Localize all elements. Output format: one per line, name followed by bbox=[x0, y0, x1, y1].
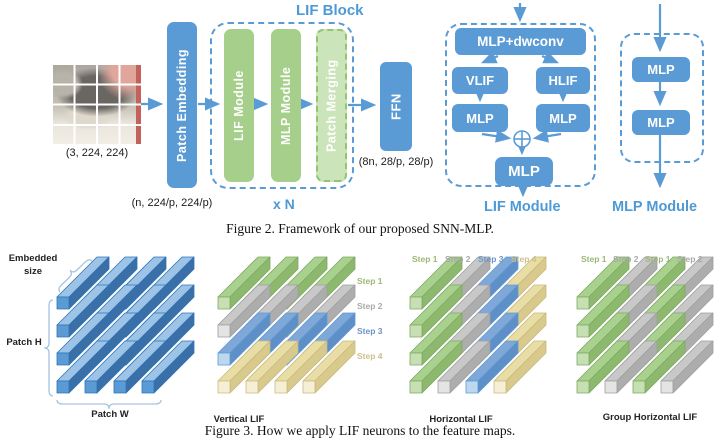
ffn-output-shape-label: (8n, 28/p, 28/p) bbox=[358, 156, 434, 168]
horizontal-lif-title: Horizontal LIF bbox=[429, 414, 493, 425]
input-image bbox=[53, 63, 141, 144]
ffn-block: FFN bbox=[380, 62, 412, 151]
step-label: Step 1 bbox=[357, 276, 383, 286]
hlif-block: HLIF bbox=[536, 67, 590, 94]
embedded-size-label: Embedded size bbox=[2, 252, 64, 279]
mlp-top-block: MLP bbox=[632, 57, 690, 82]
step-label: Step 4 bbox=[511, 254, 537, 264]
figure2-arrows bbox=[141, 3, 667, 198]
step-label: Step 1 bbox=[645, 254, 671, 264]
figure2-caption: Figure 2. Framework of our proposed SNN-… bbox=[226, 221, 494, 236]
patch-w-brace bbox=[56, 399, 162, 409]
lif-block-title: LIF Block bbox=[296, 2, 364, 19]
embedded-size-line1: Embedded bbox=[8, 253, 58, 264]
lif-module-block: LIF Module bbox=[224, 29, 254, 182]
input-shape-label: (3, 224, 224) bbox=[65, 147, 129, 159]
mlp-right-block: MLP bbox=[536, 104, 590, 132]
mlp-left-block: MLP bbox=[452, 104, 508, 132]
mlp-bottom-block: MLP bbox=[632, 110, 690, 135]
step-label: Step 2 bbox=[357, 301, 383, 311]
step-label: Step 1 bbox=[412, 254, 438, 264]
pe-output-shape-label: (n, 224/p, 224/p) bbox=[131, 197, 213, 209]
step-label: Step 2 bbox=[445, 254, 471, 264]
patch-h-label: Patch H bbox=[6, 337, 42, 348]
group-horizontal-lif-title: Group Horizontal LIF bbox=[602, 412, 698, 423]
figure3-caption: Figure 3. How we apply LIF neurons to th… bbox=[204, 423, 516, 438]
arrow-mlpleft-to-sum bbox=[481, 129, 512, 143]
patch-embedding-block: Patch Embedding bbox=[167, 22, 197, 188]
step-label: Step 3 bbox=[478, 254, 504, 264]
lif-module-detail-title: LIF Module bbox=[484, 199, 561, 215]
step-label: Step 2 bbox=[677, 254, 703, 264]
horizontal-lif-bars bbox=[409, 256, 547, 394]
arrow-mlpright-to-sum bbox=[532, 129, 562, 143]
vertical-lif-bars bbox=[217, 256, 356, 394]
feature-map-bars bbox=[56, 256, 195, 394]
arrow-dwconv-to-vlif bbox=[480, 51, 499, 64]
patch-w-label: Patch W bbox=[91, 409, 129, 420]
repeat-n-label: x N bbox=[273, 196, 295, 212]
step-label: Step 1 bbox=[581, 254, 607, 264]
mlp-dwconv-block: MLP+dwconv bbox=[455, 28, 586, 55]
arrow-dwconv-to-hlif bbox=[541, 51, 560, 64]
mlp-out-block: MLP bbox=[495, 157, 553, 186]
group-horizontal-lif-bars bbox=[576, 256, 714, 394]
patch-h-brace bbox=[44, 299, 54, 397]
embedded-size-line2: size bbox=[24, 266, 42, 278]
vertical-lif-title: Vertical LIF bbox=[213, 414, 265, 425]
figure3-bar-diagrams bbox=[44, 256, 714, 409]
embedded-size-brace bbox=[58, 259, 93, 293]
step-label: Step 3 bbox=[357, 326, 383, 336]
mlp-module-block: MLP Module bbox=[271, 29, 301, 182]
vlif-block: VLIF bbox=[452, 67, 508, 94]
mlp-module-detail-outline bbox=[620, 33, 704, 163]
mlp-module-detail-title: MLP Module bbox=[612, 199, 698, 215]
elementwise-add-icon bbox=[513, 130, 531, 148]
step-label: Step 4 bbox=[357, 351, 383, 361]
step-label: Step 2 bbox=[613, 254, 639, 264]
